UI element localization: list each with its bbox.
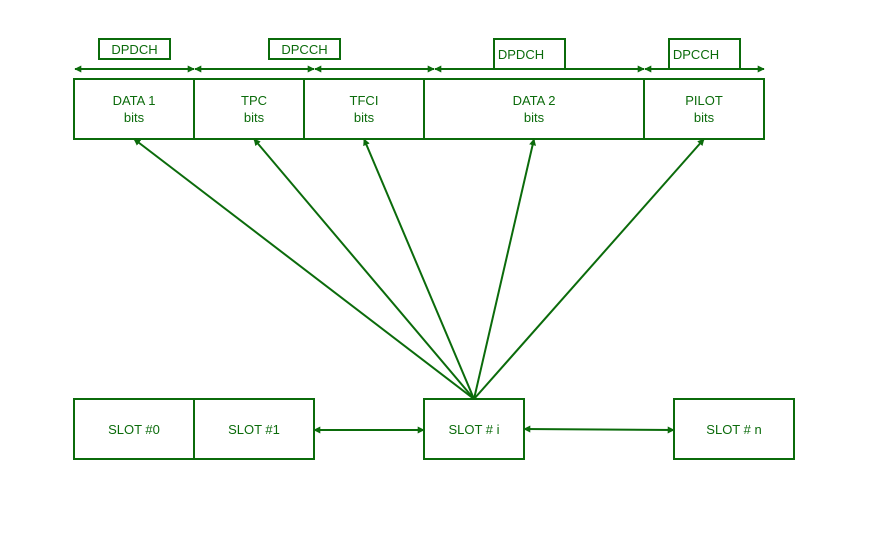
slot-fields: DATA 1 bits TPC bits TFCI bits DATA 2 bi… — [73, 78, 765, 140]
field-data-2: DATA 2 bits — [423, 78, 645, 140]
field-tpc: TPC bits — [193, 78, 315, 140]
channel-labels: DPDCH DPCCH DPDCH DPCCH — [98, 38, 741, 70]
slot-box — [673, 398, 795, 460]
field-box — [73, 78, 195, 140]
slot-connectors — [313, 425, 675, 434]
field-name: TFCI — [350, 93, 379, 108]
slot-label: SLOT #0 — [108, 422, 160, 437]
field-box — [423, 78, 645, 140]
field-box — [303, 78, 425, 140]
field-unit: bits — [244, 110, 265, 125]
slot-sequence: SLOT #0 SLOT #1 SLOT # i SLOT # n — [73, 398, 795, 460]
fan-arrow-data-1 — [133, 138, 475, 400]
slot-label: SLOT # n — [706, 422, 761, 437]
field-tfci: TFCI bits — [303, 78, 425, 140]
slot-label: SLOT #1 — [228, 422, 280, 437]
channel-label-dpdch-2: DPDCH — [493, 38, 566, 70]
channel-tag-text: DPDCH — [111, 42, 157, 57]
fan-arrow-pilot — [473, 138, 705, 400]
field-unit: bits — [524, 110, 545, 125]
channel-label-dpdch-1: DPDCH — [98, 38, 171, 60]
field-box — [193, 78, 315, 140]
field-unit: bits — [124, 110, 145, 125]
channel-tag-text: DPCCH — [281, 42, 327, 57]
channel-tag-text: DPCCH — [673, 47, 719, 62]
fan-arrows — [133, 138, 705, 400]
field-name: DATA 1 — [113, 93, 156, 108]
field-data-1: DATA 1 bits — [73, 78, 195, 140]
slot-box — [423, 398, 525, 460]
field-unit: bits — [354, 110, 375, 125]
slot-i: SLOT # i — [423, 398, 525, 460]
fan-arrow-tfci — [363, 138, 475, 400]
channel-label-dpcch-2: DPCCH — [668, 38, 741, 70]
slot-1: SLOT #1 — [193, 398, 315, 460]
slot-0: SLOT #0 — [73, 398, 195, 460]
field-name: DATA 2 — [513, 93, 556, 108]
channel-tag-box — [268, 38, 341, 60]
connector-arrow-right — [523, 425, 675, 434]
field-unit: bits — [694, 110, 715, 125]
channel-tag-text: DPDCH — [498, 47, 544, 62]
slot-label: SLOT # i — [448, 422, 499, 437]
fan-arrow-data-2 — [473, 138, 536, 400]
slot-box — [193, 398, 315, 460]
channel-label-dpcch-1: DPCCH — [268, 38, 341, 60]
fan-arrow-tpc — [253, 138, 475, 400]
channel-tag-box — [98, 38, 171, 60]
field-name: TPC — [241, 93, 267, 108]
field-pilot: PILOT bits — [643, 78, 765, 140]
channel-tag-box — [668, 38, 741, 70]
field-name: PILOT — [685, 93, 723, 108]
field-box — [643, 78, 765, 140]
slot-n: SLOT # n — [673, 398, 795, 460]
